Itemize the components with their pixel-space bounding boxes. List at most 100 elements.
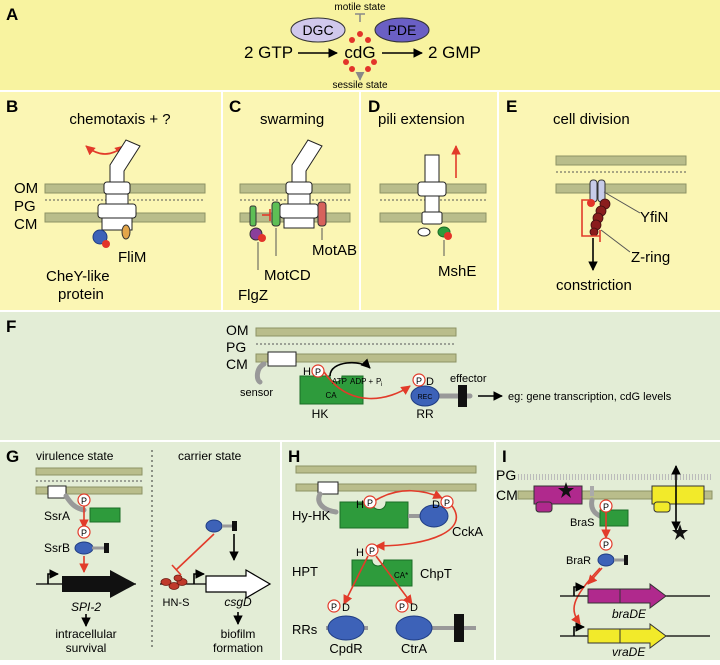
h-to-d-arrow <box>375 489 443 501</box>
biofilm-label: biofilm <box>221 627 256 641</box>
rod <box>105 193 129 205</box>
panel-a: A motile state DGC PDE 2 GTP cdG 2 GMP s… <box>0 0 720 91</box>
f-pg-label: PG <box>226 339 246 355</box>
carrier-label: carrier state <box>178 449 242 463</box>
motile-state-label: motile state <box>334 2 386 13</box>
sensor-domain <box>267 351 297 367</box>
f-cm-membrane <box>255 353 457 363</box>
panel-f-letter: F <box>6 317 16 336</box>
cm-label: CM <box>14 216 37 233</box>
carrier-ssrb-effector <box>232 521 237 531</box>
carrier-ssrb-protein <box>205 519 223 533</box>
om-label: OM <box>14 180 38 197</box>
f-cm-label: CM <box>226 356 248 372</box>
ctra-phospho <box>395 599 409 613</box>
virulence-label: virulence state <box>36 449 114 463</box>
yfin-helix-1 <box>589 179 598 203</box>
spi2-promoter <box>47 569 59 584</box>
yfin-cdg <box>587 199 595 207</box>
panel-g: G virulence state carrier state P SsrA P… <box>0 442 280 660</box>
panel-c-letter: C <box>229 97 241 116</box>
flgz-green <box>249 205 257 227</box>
ctra-protein <box>395 615 433 641</box>
ccka-label: CckA <box>452 524 483 539</box>
cpdr-p: P <box>331 602 337 612</box>
ssrb-protein <box>74 541 94 555</box>
c-c-ring <box>283 217 315 229</box>
secretin <box>417 181 447 197</box>
dgc-label: DGC <box>302 22 333 38</box>
atp-arc <box>329 358 371 377</box>
ssrb-label: SsrB <box>44 541 70 555</box>
cpdr-label: CpdR <box>329 641 362 656</box>
cpdr-phospho <box>327 599 341 613</box>
yfin-helix-2 <box>597 179 606 203</box>
g-om-membrane <box>35 467 143 476</box>
panel-e-background <box>499 92 720 310</box>
chpt-label: ChpT <box>420 566 452 581</box>
bras-p: P <box>603 502 609 512</box>
ssra-linker <box>63 493 87 513</box>
chey-like-protein <box>92 229 108 245</box>
hyhk-rec <box>419 504 449 528</box>
rr-p-label: P <box>416 376 422 386</box>
brar-to-vrade-arrow <box>571 567 601 625</box>
hyhk-h-label: H <box>356 499 364 511</box>
panel-a-letter: A <box>6 5 18 24</box>
hpt-label: HPT <box>292 564 318 579</box>
c-l-ring <box>285 181 313 195</box>
bras-linker <box>589 497 603 519</box>
panel-c: C swarming MotAB MotCD FlgZ <box>223 92 359 310</box>
panel-d: D pili extension MshE <box>361 92 497 310</box>
hk-phospho <box>311 364 325 378</box>
atpase-white <box>417 227 431 237</box>
ctra-label: CtrA <box>401 641 427 656</box>
hpt-p: P <box>369 546 375 556</box>
panel-d-letter: D <box>368 97 380 116</box>
flgz-cdg <box>258 234 266 242</box>
hk-h-label: H <box>303 366 311 378</box>
panel-c-title: swarming <box>260 111 324 128</box>
hpt-h-label: H <box>356 547 364 559</box>
spi2-gene <box>62 570 136 598</box>
rr-d-label: D <box>426 376 434 388</box>
h-om-membrane <box>295 465 477 474</box>
f-om-membrane <box>255 327 457 337</box>
flim-protein <box>121 224 131 240</box>
hyhk-d-phospho <box>440 495 454 509</box>
motab-stator <box>317 201 327 227</box>
hk-label: HK <box>312 407 329 421</box>
l-ring <box>103 181 131 195</box>
atp-label: ATP <box>332 377 347 386</box>
hns-protein <box>160 574 188 590</box>
brade-gene-1 <box>587 588 621 604</box>
peptide-star-2 <box>672 524 688 540</box>
chey-label-2: protein <box>58 286 104 303</box>
panel-b-letter: B <box>6 97 18 116</box>
motcd-label: MotCD <box>264 267 311 284</box>
cdg-molecules <box>343 31 377 72</box>
panel-e: E cell division YfiN Z-ring constriction <box>499 92 720 310</box>
flgz-label: FlgZ <box>238 287 268 304</box>
hk-p-label: P <box>315 367 321 377</box>
i-cm-label: CM <box>496 487 518 503</box>
ctra-d-label: D <box>410 602 418 614</box>
zring-inhibit-path <box>581 199 600 237</box>
csgd-promoter <box>193 569 205 584</box>
ms-ring <box>97 203 137 219</box>
hyhk-h-phospho <box>363 495 377 509</box>
effector-label: effector <box>450 373 487 385</box>
ssra-label: SsrA <box>44 509 70 523</box>
pilus <box>424 154 440 186</box>
rr-label: RR <box>416 407 434 421</box>
panel-h: H Hy-HK H P D P CckA HPT CA* H P ChpT RR… <box>282 442 494 660</box>
yellow-nbd <box>653 501 671 513</box>
survival-label: survival <box>66 641 107 655</box>
yfin-label: YfiN <box>640 209 668 226</box>
gtp-label: 2 GTP <box>244 43 293 62</box>
panel-d-title: pili extension <box>378 111 465 128</box>
cpdr-protein <box>327 615 365 641</box>
cdg-label: cdG <box>344 43 375 62</box>
effector-domain <box>458 385 467 407</box>
